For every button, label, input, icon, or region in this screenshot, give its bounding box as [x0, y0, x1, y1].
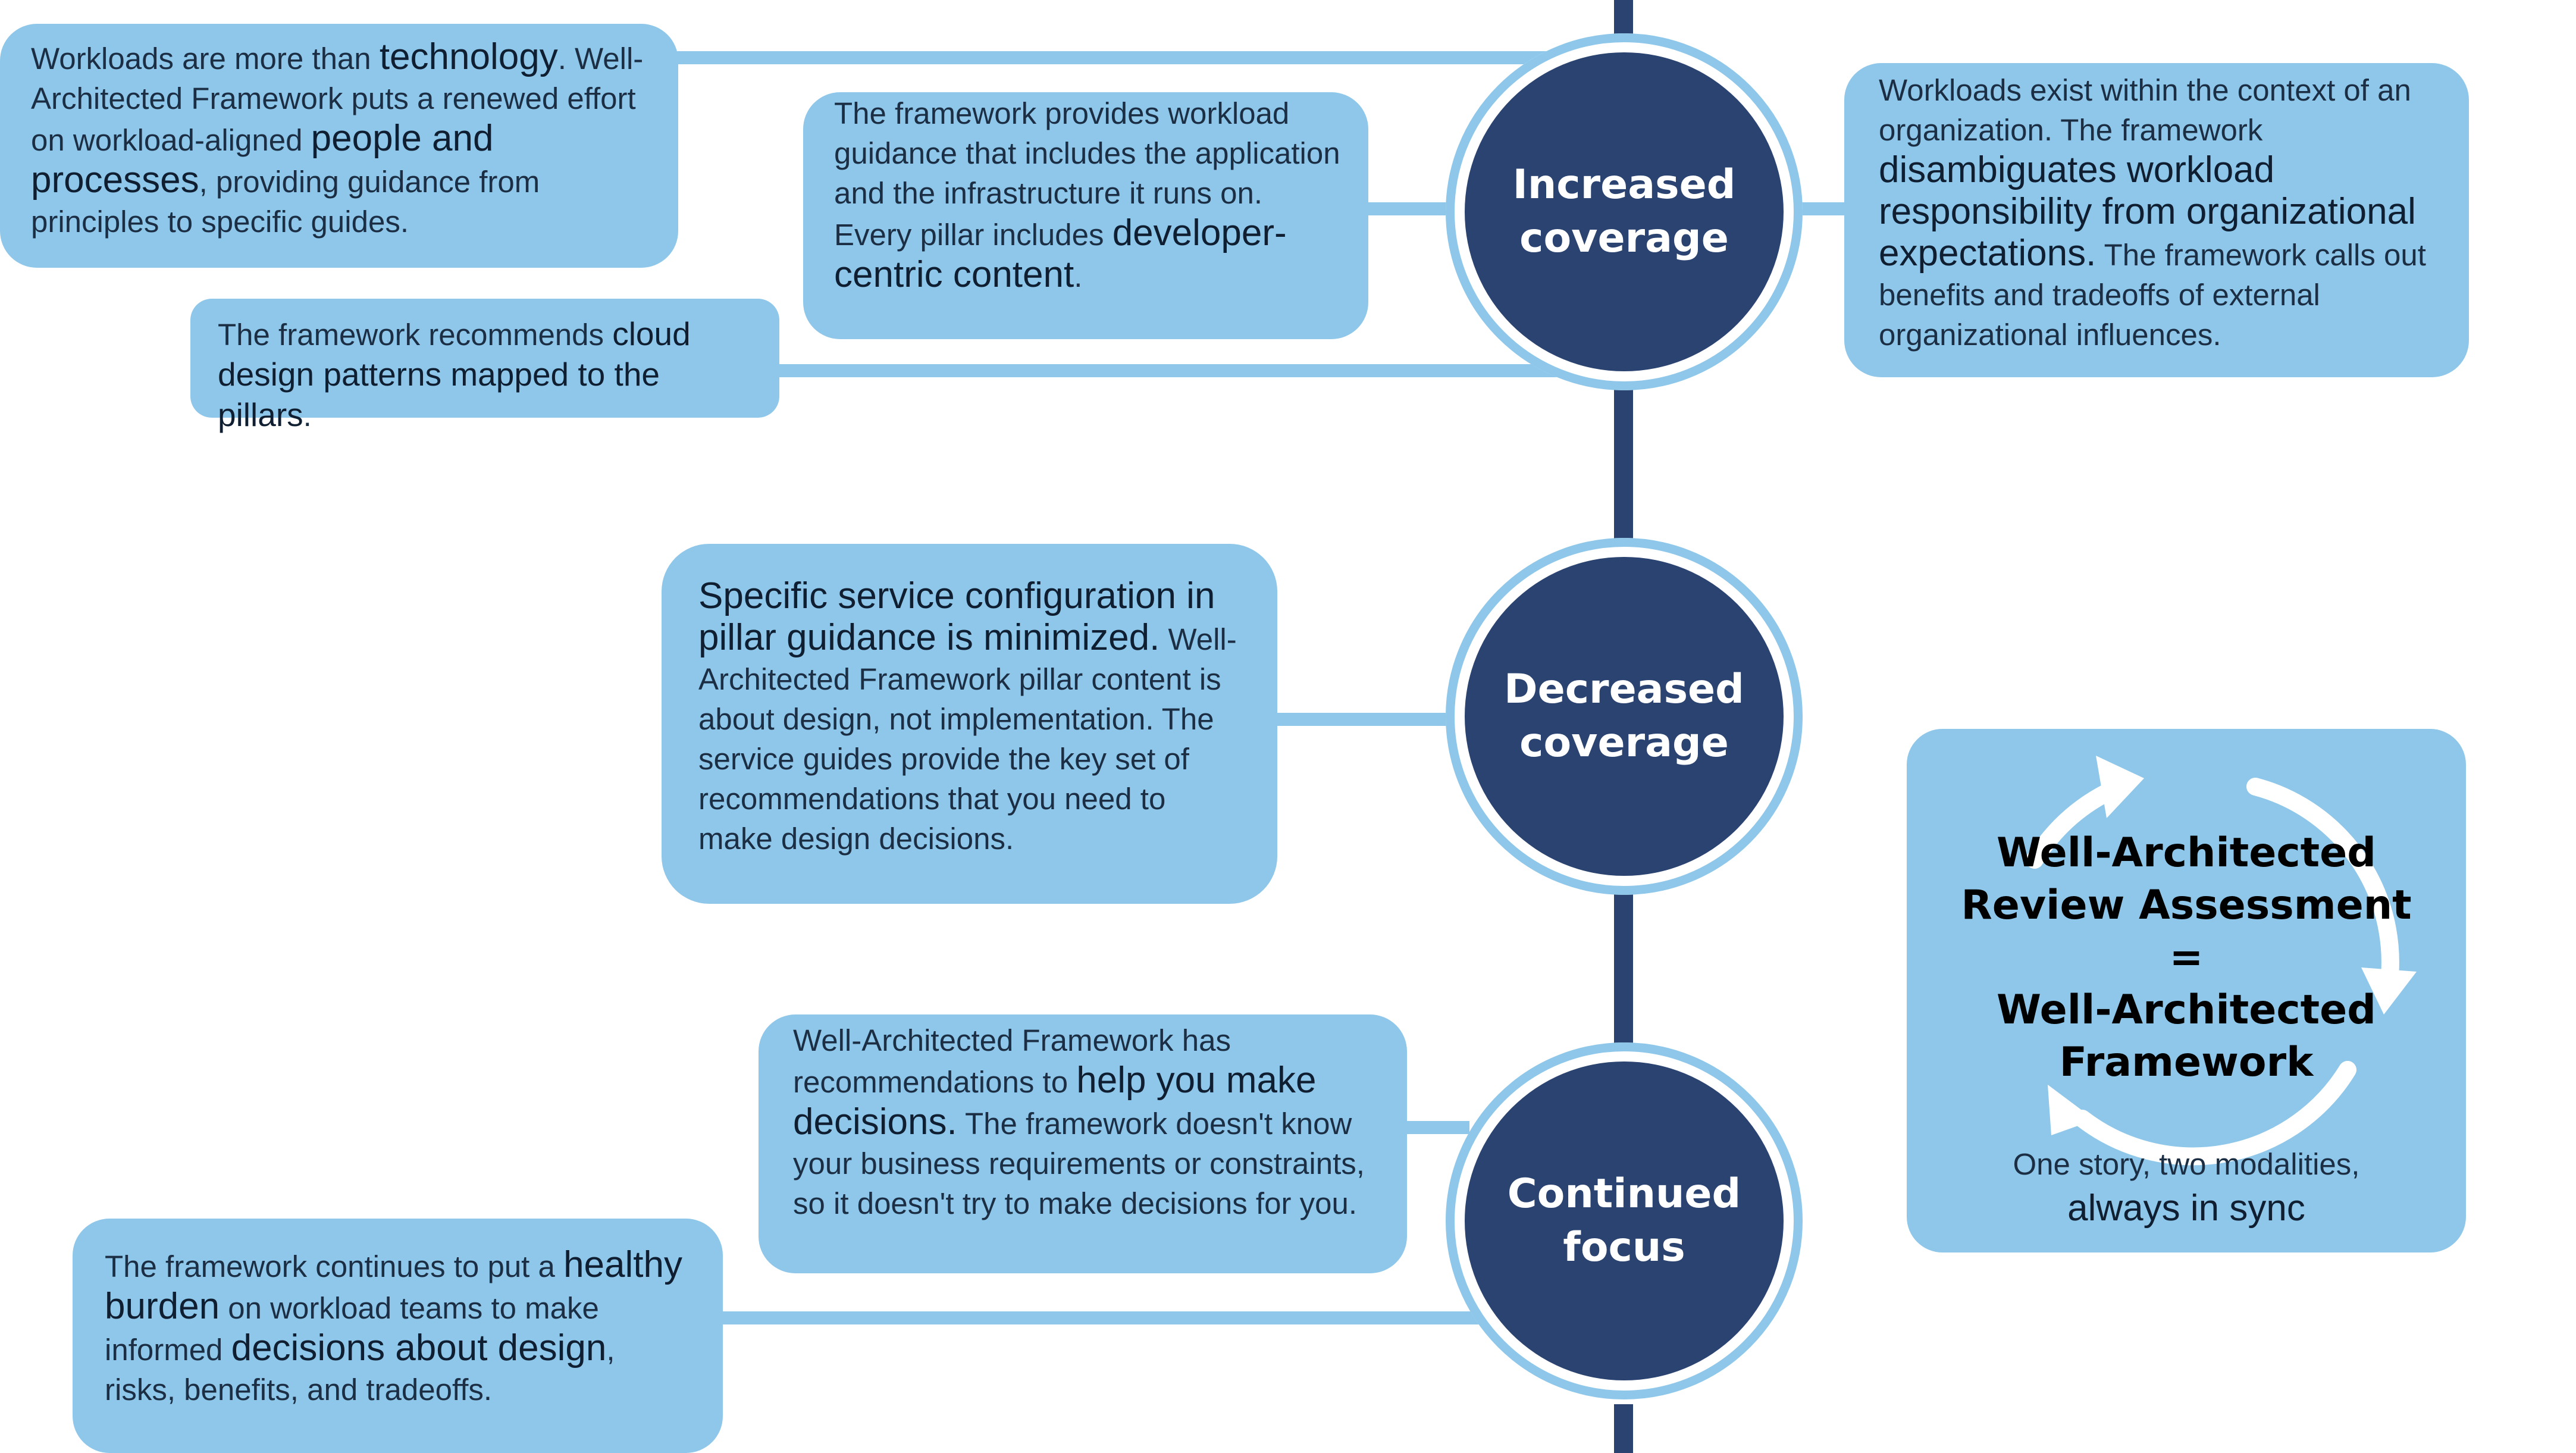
callout-text: Workloads exist within the context of an… — [1879, 73, 2411, 147]
node-increased-coverage: Increased coverage — [1446, 33, 1803, 390]
connector-burden — [714, 1311, 1559, 1324]
callout-text: Well-Architected Framework has recommend… — [793, 1023, 1231, 1099]
callout-text: The framework doesn't know your business… — [793, 1107, 1365, 1220]
node-decreased-coverage: Decreased coverage — [1446, 538, 1803, 895]
callout-emphasis: developer-centric content — [834, 212, 1287, 295]
callout-text: . — [303, 399, 312, 433]
callout-text: The framework continues to put a — [105, 1250, 564, 1283]
node-core: Decreased coverage — [1465, 557, 1784, 876]
title-line: Review Assessment — [1961, 882, 2412, 929]
callout-emphasis: disambiguates workload responsibility fr… — [1879, 149, 2416, 274]
callout-people-processes: Workloads are more than technology. Well… — [0, 24, 678, 268]
callout-emphasis: decisions about design — [231, 1327, 607, 1369]
callout-text: Workloads are more than — [31, 42, 380, 76]
connector-decisions — [1398, 1121, 1469, 1134]
title-line: = — [2169, 934, 2204, 981]
callout-organization: Workloads exist within the context of an… — [1844, 63, 2469, 377]
callout-emphasis: Specific service configuration in pillar… — [698, 575, 1215, 658]
callout-emphasis: people and processes — [31, 118, 494, 201]
callout-design-patterns: The framework recommends cloud design pa… — [190, 299, 779, 433]
subtitle-line: One story, two modalities, — [2013, 1147, 2360, 1181]
callout-application-infrastructure: The framework provides workload guidance… — [803, 92, 1368, 339]
connector-patterns — [773, 364, 1571, 377]
node-label-line1: Increased — [1512, 161, 1736, 208]
subtitle-emphasis: always in sync — [2067, 1188, 2305, 1229]
timeline-spine-1 — [1614, 381, 1633, 547]
callout-text: . — [1074, 259, 1083, 293]
node-label-line2: focus — [1563, 1224, 1685, 1271]
node-label-line2: coverage — [1519, 215, 1729, 262]
callout-text: , risks, benefits, and tradeoffs. — [105, 1333, 615, 1407]
callout-text: The framework provides workload guidance… — [834, 96, 1340, 252]
callout-emphasis: help you make decisions. — [793, 1060, 1317, 1142]
callout-emphasis: healthy burden — [105, 1244, 682, 1327]
callout-text: on workload teams to make informed — [105, 1291, 599, 1367]
review-assessment-subtitle: One story, two modalities, always in syn… — [1907, 1142, 2466, 1230]
node-core: Continued focus — [1465, 1061, 1784, 1380]
node-label-line1: Continued — [1507, 1170, 1741, 1217]
timeline-spine-2 — [1614, 893, 1633, 1059]
node-core: Increased coverage — [1465, 52, 1784, 371]
title-line: Well-Architected — [1997, 987, 2376, 1034]
callout-text: The framework calls out benefits and tra… — [1879, 238, 2426, 352]
callout-text: . Well-Architected Framework puts a rene… — [31, 42, 644, 157]
callout-help-decisions: Well-Architected Framework has recommend… — [759, 1014, 1407, 1273]
callout-text: , providing guidance from principles to … — [31, 165, 540, 239]
cycle-arrows-icon — [2026, 756, 2417, 1166]
timeline-spine-bottom — [1614, 1404, 1633, 1453]
callout-text: Well-Architected Framework pillar conten… — [698, 622, 1237, 856]
node-label-line2: coverage — [1519, 719, 1729, 766]
node-continued-focus: Continued focus — [1446, 1042, 1803, 1399]
callout-emphasis: cloud design patterns mapped to the pill… — [218, 315, 691, 433]
connector-service — [1267, 713, 1469, 726]
callout-text: The framework recommends — [218, 318, 613, 352]
callout-healthy-burden: The framework continues to put a healthy… — [73, 1219, 723, 1453]
callout-service-configuration: Specific service configuration in pillar… — [662, 544, 1277, 904]
title-line: Well-Architected — [1997, 829, 2376, 876]
review-assessment-panel: Well-Architected Review Assessment = Wel… — [1907, 729, 2466, 1252]
callout-emphasis: technology — [379, 36, 558, 77]
title-line: Framework — [2059, 1039, 2314, 1086]
connector-people — [666, 51, 1582, 64]
node-label-line1: Decreased — [1504, 666, 1744, 713]
review-assessment-title: Well-Architected Review Assessment = Wel… — [1907, 827, 2466, 1089]
